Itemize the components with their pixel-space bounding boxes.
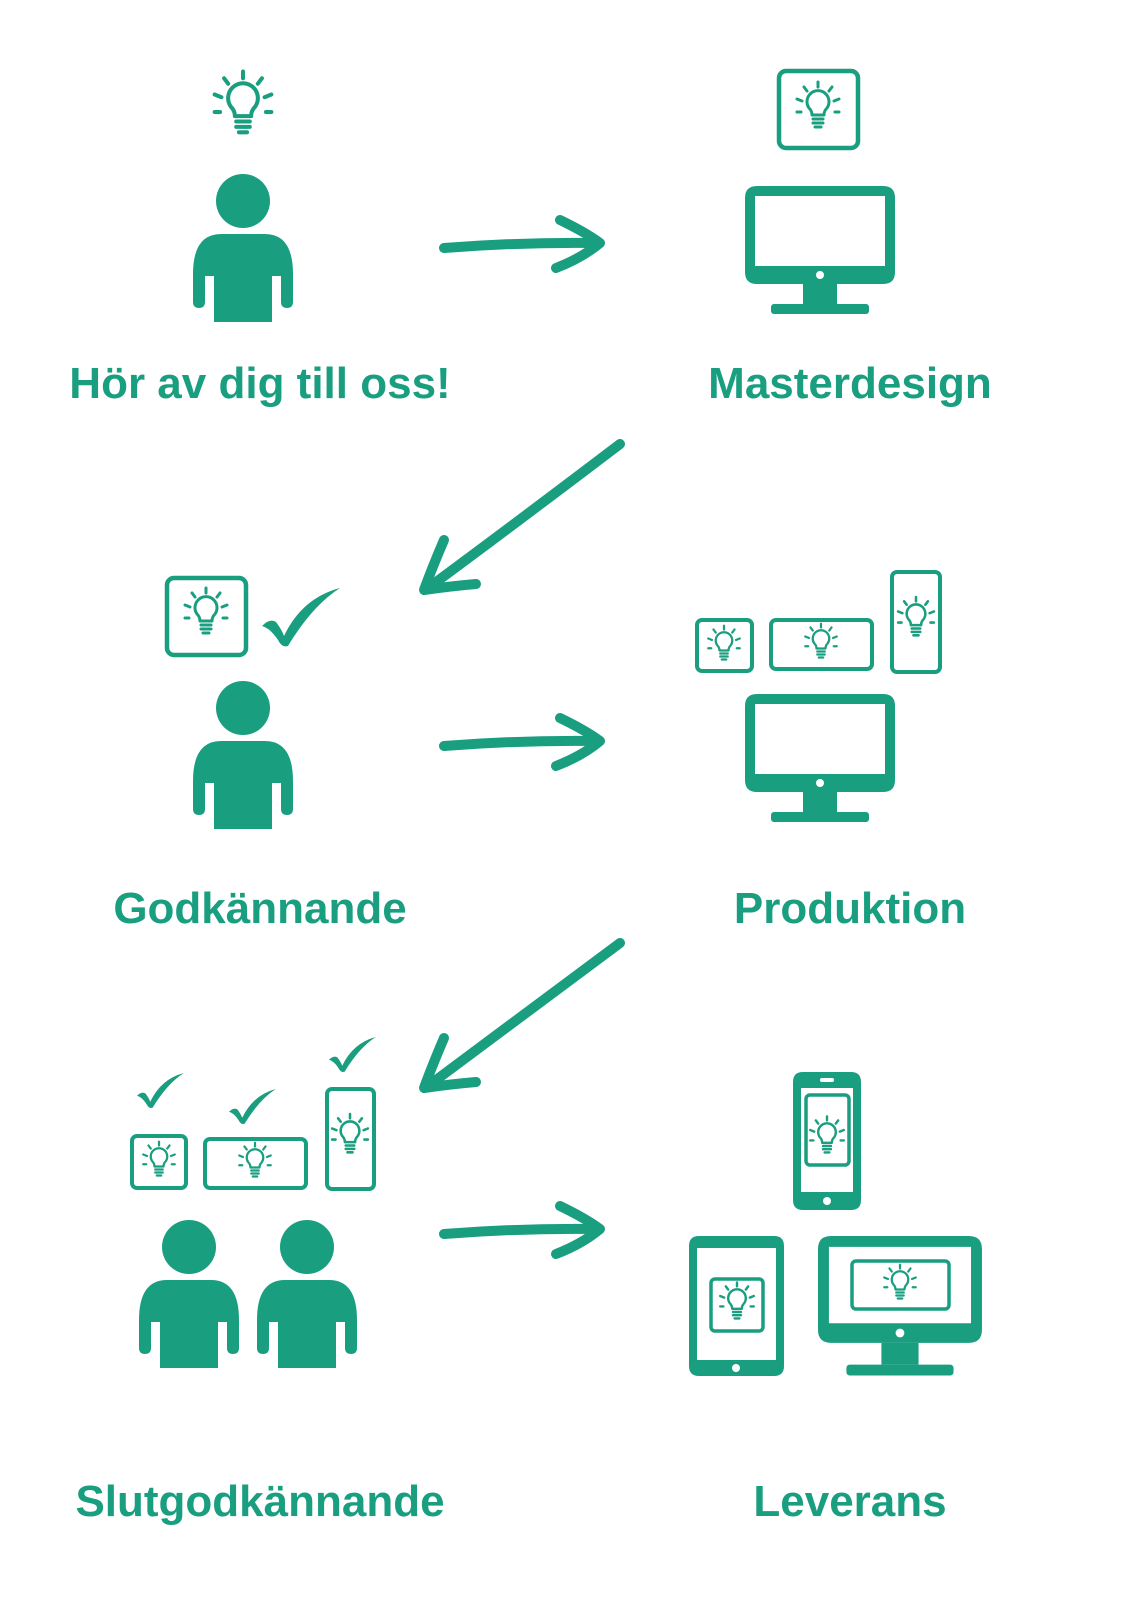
arrow-right-icon bbox=[439, 215, 605, 273]
step-label-delivery: Leverans bbox=[753, 1477, 947, 1526]
devices-delivery-icon bbox=[689, 1072, 982, 1376]
monitor-design-icon bbox=[745, 68, 895, 314]
desktop-icon bbox=[818, 1236, 982, 1376]
arrow-down-left-icon bbox=[419, 439, 625, 595]
arrow-down-left-icon bbox=[419, 938, 625, 1093]
two-persons-final-approval-icon bbox=[130, 1037, 376, 1368]
step-label-production: Produktion bbox=[733, 884, 967, 933]
phone-icon bbox=[793, 1072, 861, 1210]
step-label-approval: Godkännande bbox=[113, 884, 407, 933]
tablet-icon bbox=[689, 1236, 784, 1376]
monitor-production-icon bbox=[695, 570, 942, 822]
step-label-final-approval: Slutgodkännande bbox=[75, 1477, 445, 1526]
arrow-right-icon bbox=[439, 713, 605, 771]
arrow-right-icon bbox=[439, 1201, 605, 1259]
person-lightbulb-icon bbox=[193, 72, 293, 322]
step-label-masterdesign: Masterdesign bbox=[708, 359, 992, 408]
step-label-contact: Hör av dig till oss! bbox=[69, 359, 451, 408]
person-approval-icon bbox=[164, 575, 340, 829]
